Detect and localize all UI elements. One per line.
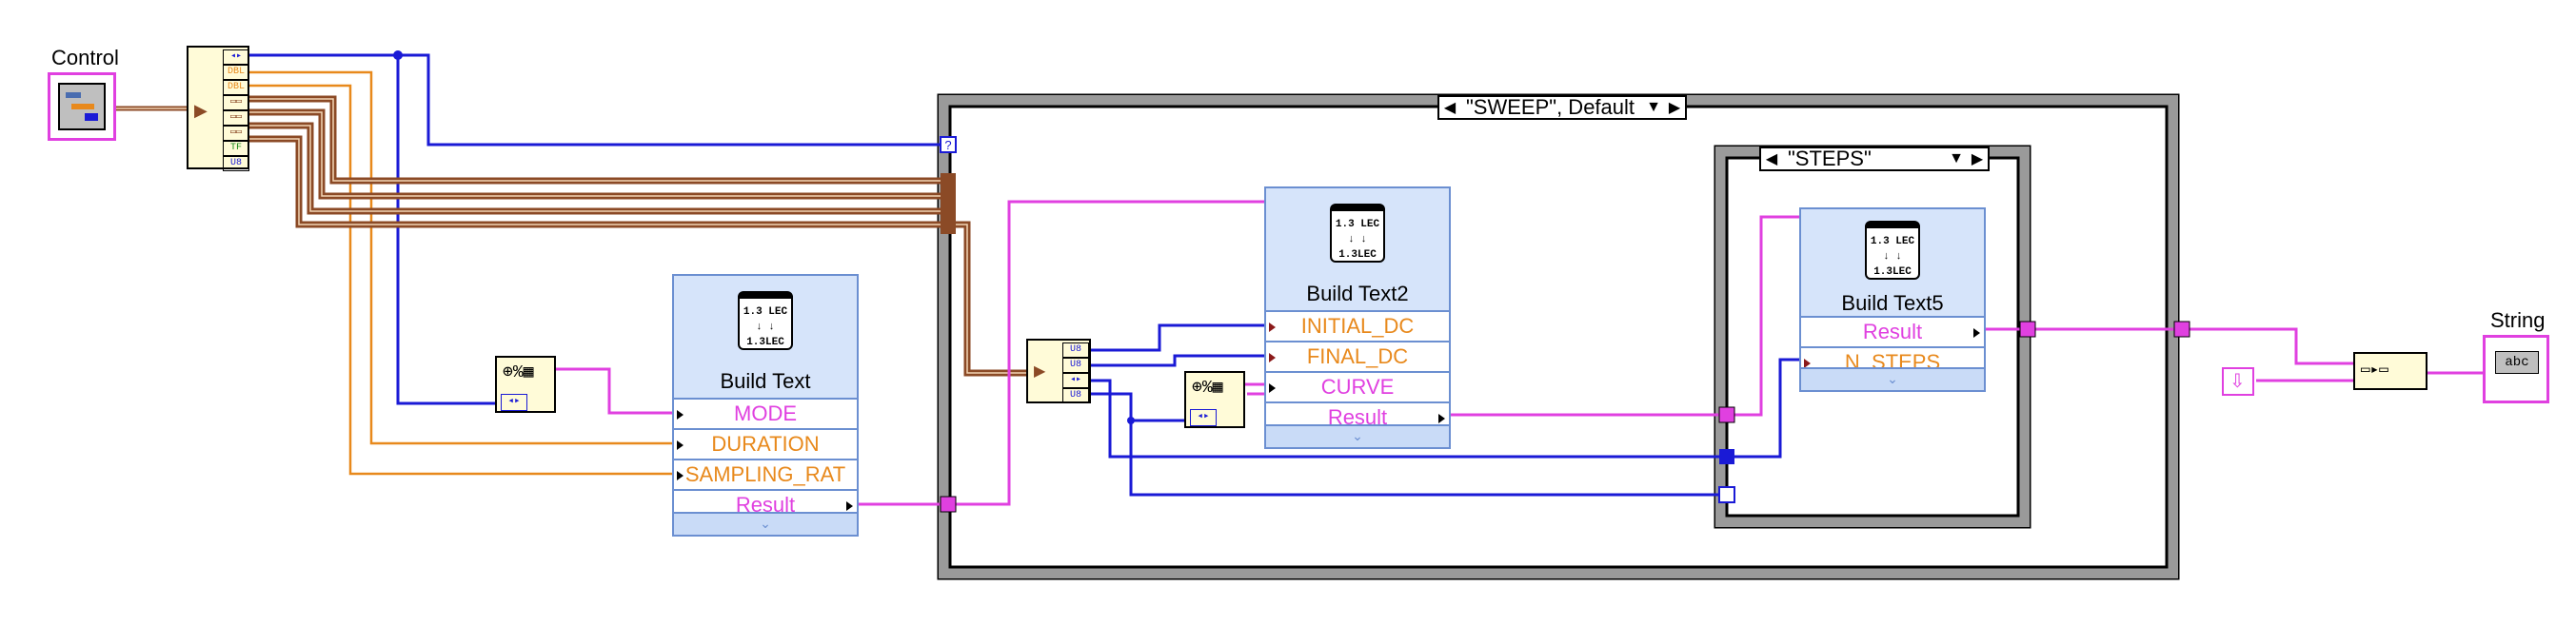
unbundle-by-name-main[interactable]: ▶ ◂▸ DBL DBL ▭▭ ▭▭ ▭▭ TF U8 (187, 46, 249, 171)
build-text-title: Build Text (720, 369, 811, 393)
build-text2-input-curve[interactable]: CURVE (1266, 371, 1449, 401)
control-terminal[interactable] (48, 72, 116, 141)
string-indicator[interactable]: abc (2483, 335, 2549, 403)
build-text-input-mode[interactable]: MODE (674, 398, 857, 428)
build-text2-input-final-dc[interactable]: FINAL_DC (1266, 341, 1449, 371)
build-text-icon: 1.3 LEC↓ ↓1.3LEC (738, 291, 793, 350)
return-arrow-icon: ⇩ (2229, 371, 2246, 392)
enum-input-icon: ◂▸ (501, 394, 527, 411)
concatenate-strings[interactable]: ▭▸▭ (2353, 352, 2427, 390)
inner-case-selector[interactable]: ◀ "STEPS" ▼ ▶ (1759, 147, 1990, 171)
concatenate-icon: ▭▸▭ (2361, 362, 2388, 379)
increment-arrow-icon[interactable]: ▶ (1971, 151, 1984, 167)
build-text5-title: Build Text5 (1841, 291, 1944, 315)
format-icon: ⊕%▦ (1192, 379, 1223, 398)
decrement-arrow-icon[interactable]: ◀ (1443, 100, 1456, 116)
build-text2-node[interactable]: 1.3 LEC↓ ↓1.3LEC Build Text2 INITIAL_DC … (1264, 186, 1451, 449)
build-text2-title: Build Text2 (1306, 282, 1409, 305)
build-text-icon: 1.3 LEC↓ ↓1.3LEC (1330, 204, 1385, 263)
dropdown-icon[interactable]: ▼ (1949, 150, 1964, 166)
build-text-input-duration[interactable]: DURATION (674, 428, 857, 459)
build-text5-node[interactable]: 1.3 LEC↓ ↓1.3LEC Build Text5 Result N_ST… (1799, 207, 1986, 392)
control-label: Control (51, 46, 119, 69)
string-icon: abc (2495, 351, 2539, 374)
decrement-arrow-icon[interactable]: ◀ (1765, 151, 1778, 167)
format-into-string-2[interactable]: ⊕%▦ ◂▸ (1184, 371, 1245, 428)
dropdown-icon[interactable]: ▼ (1646, 99, 1661, 115)
svg-text:?: ? (944, 138, 951, 152)
cluster-icon (58, 83, 106, 130)
build-text2-input-initial-dc[interactable]: INITIAL_DC (1266, 310, 1449, 341)
unbundle-arrow-icon: ▶ (1034, 363, 1046, 380)
unbundle-by-name-sweep[interactable]: ▶ U8 U8 ◂▸ U8 (1026, 339, 1091, 403)
outer-case-selector[interactable]: ◀ "SWEEP", Default ▼ ▶ (1437, 95, 1687, 120)
enum-input-icon: ◂▸ (1190, 409, 1217, 426)
enum-wire (246, 53, 942, 147)
format-icon: ⊕%▦ (503, 363, 534, 382)
unbundle-arrow-icon: ▶ (194, 101, 208, 120)
expand-chevron-icon[interactable]: ⌄ (674, 512, 857, 535)
line-ending-constant[interactable]: ⇩ (2222, 367, 2254, 396)
build-text-node[interactable]: 1.3 LEC↓ ↓1.3LEC Build Text MODE DURATIO… (672, 274, 859, 537)
build-text-input-sampling-rate[interactable]: SAMPLING_RAT (674, 459, 857, 489)
build-text5-output-result[interactable]: Result (1801, 316, 1984, 346)
string-indicator-label: String (2490, 308, 2546, 332)
format-into-string-1[interactable]: ⊕%▦ ◂▸ (495, 356, 556, 413)
expand-chevron-icon[interactable]: ⌄ (1266, 424, 1449, 447)
build-text-icon: 1.3 LEC↓ ↓1.3LEC (1865, 221, 1920, 280)
increment-arrow-icon[interactable]: ▶ (1668, 100, 1681, 116)
expand-chevron-icon[interactable]: ⌄ (1801, 367, 1984, 390)
